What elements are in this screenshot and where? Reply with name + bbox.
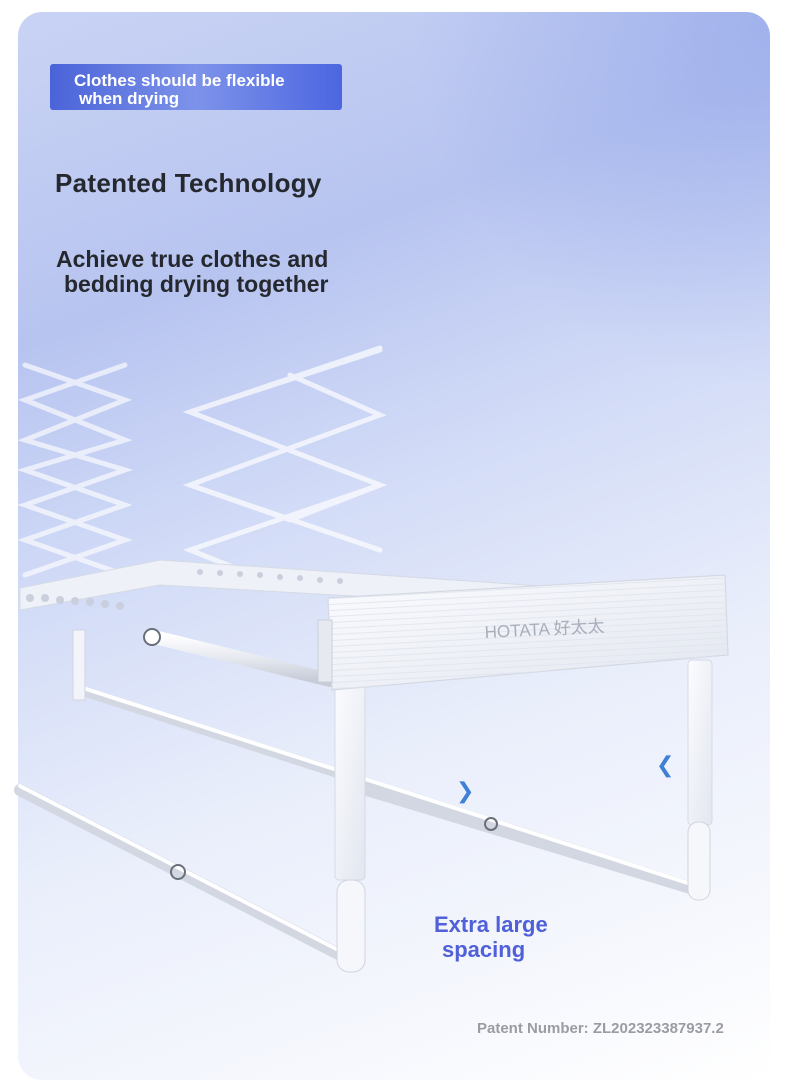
arrow-left-icon: ❮ — [656, 753, 674, 778]
badge-line-1: Clothes should be flexible — [74, 71, 285, 90]
rack-legs — [72, 629, 713, 973]
hanging-rods — [14, 628, 705, 966]
patent-number: Patent Number: ZL202323387937.2 — [477, 1020, 724, 1037]
subtitle-line-2: bedding drying together — [64, 271, 329, 297]
scissor-arm-center — [182, 345, 388, 593]
spacing-line-1: Extra large — [434, 912, 548, 937]
badge-line-2: when drying — [79, 89, 180, 108]
page-subtitle: Achieve true clothes and bedding drying … — [56, 247, 329, 297]
scissor-arm-left — [16, 362, 134, 578]
page-title: Patented Technology — [55, 168, 322, 198]
background-card — [18, 12, 770, 1080]
feature-badge: Clothes should be flexible when drying — [50, 64, 342, 110]
subtitle-line-1: Achieve true clothes and — [56, 246, 329, 272]
arrow-right-icon: ❯ — [456, 779, 474, 804]
spacing-callout: Extra large spacing — [434, 912, 548, 962]
end-panel — [317, 574, 729, 691]
spacing-line-2: spacing — [442, 937, 526, 962]
